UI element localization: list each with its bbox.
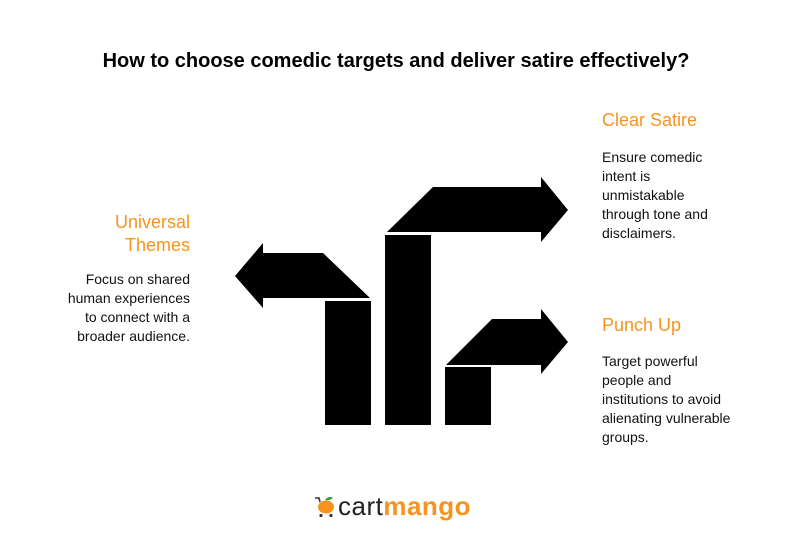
- desc-line: people and: [602, 372, 672, 388]
- page-title: How to choose comedic targets and delive…: [102, 50, 690, 72]
- punch-up-description: Target powerful people and institutions …: [602, 352, 782, 447]
- mango-cart-icon: [315, 496, 334, 518]
- heading-line: Themes: [124, 235, 190, 255]
- upper-right-arrow: [387, 177, 568, 242]
- desc-line: Focus on shared: [85, 271, 190, 287]
- desc-line: groups.: [602, 429, 649, 445]
- heading-line: Universal: [114, 212, 190, 232]
- clear-satire-heading: Clear Satire: [602, 110, 698, 130]
- bar-universal-themes: [325, 301, 371, 425]
- universal-themes-description: Focus on shared human experiences to con…: [40, 270, 190, 346]
- left-arrow: [235, 243, 370, 308]
- desc-line: unmistakable: [602, 187, 685, 203]
- desc-line: Target powerful: [602, 353, 698, 369]
- universal-themes-heading: Universal Themes: [60, 211, 190, 257]
- punch-up-heading: Punch Up: [602, 315, 682, 335]
- bar-clear-satire: [385, 235, 431, 425]
- desc-line: broader audience.: [77, 328, 190, 344]
- desc-line: through tone and: [602, 206, 708, 222]
- desc-line: institutions to avoid: [602, 391, 722, 407]
- lower-right-arrow: [446, 309, 568, 374]
- desc-line: intent is: [602, 168, 651, 184]
- logo-text-cart: cart: [338, 490, 384, 521]
- desc-line: alienating vulnerable: [602, 410, 731, 426]
- bar-punch-up: [445, 367, 491, 425]
- desc-line: Ensure comedic: [602, 149, 703, 165]
- desc-line: human experiences: [67, 290, 190, 306]
- clear-satire-description: Ensure comedic intent is unmistakable th…: [602, 148, 772, 243]
- logo-text-mango: mango: [383, 490, 472, 521]
- desc-line: disclaimers.: [602, 225, 676, 241]
- desc-line: to connect with a: [84, 309, 190, 325]
